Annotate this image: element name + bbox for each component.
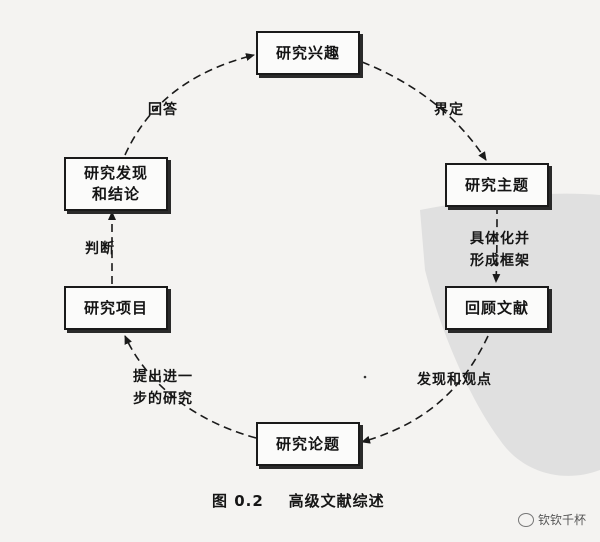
arrow-interest-to-topic: [361, 61, 487, 161]
node-research-topic-label: 研究主题: [464, 175, 529, 194]
node-findings-line1: 研究发现: [83, 164, 148, 182]
edge-label-define: 界定: [434, 102, 464, 118]
node-research-interest: 研究兴趣: [256, 31, 360, 75]
center-dot: [363, 375, 367, 379]
edge-label-propose-line2: 步的研究: [133, 391, 193, 407]
figure-caption: 图 0.2 高级文献综述: [212, 492, 385, 510]
watermark-text: 钦钦千杯: [537, 513, 586, 527]
arrow-review-to-question: [361, 335, 489, 444]
node-research-question: 研究论题: [256, 422, 360, 466]
node-literature-review-label: 回顾文献: [464, 298, 529, 317]
node-research-project: 研究项目: [64, 286, 168, 330]
node-research-interest-label: 研究兴趣: [275, 43, 340, 62]
node-research-question-label: 研究论题: [275, 434, 340, 453]
arrow-topic-to-review: [492, 205, 501, 283]
edge-label-judge: 判断: [85, 241, 115, 257]
arrow-findings-to-interest: [124, 53, 255, 156]
node-findings-conclusions: 研究发现 和结论: [64, 157, 168, 211]
edge-label-answer: 回答: [148, 102, 178, 118]
edge-label-propose-line1: 提出进一: [133, 369, 193, 385]
wechat-icon: [517, 512, 534, 527]
node-literature-review: 回顾文献: [445, 286, 549, 330]
watermark: 钦钦千杯: [517, 511, 586, 528]
edge-label-concretize-line2: 形成框架: [470, 253, 530, 269]
watermark-shade: [420, 193, 600, 476]
edge-label-discover: 发现和观点: [417, 372, 492, 388]
arrow-question-to-project: [124, 335, 257, 439]
node-research-project-label: 研究项目: [83, 298, 148, 317]
edge-label-concretize-line1: 具体化并: [470, 231, 530, 247]
node-research-topic: 研究主题: [445, 163, 549, 207]
node-findings-line2: 和结论: [91, 185, 140, 203]
